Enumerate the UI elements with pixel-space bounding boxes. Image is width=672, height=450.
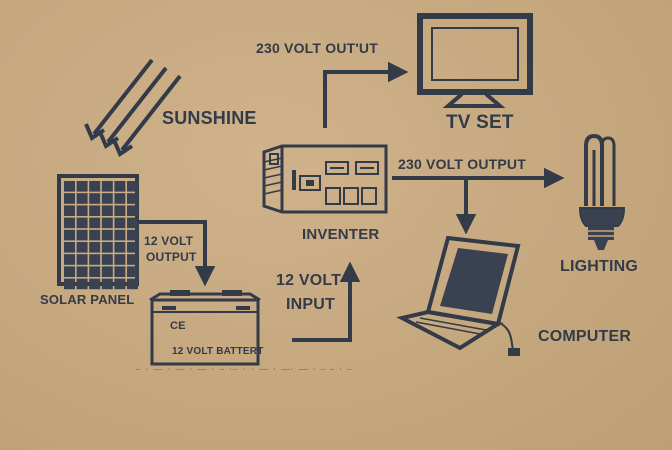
solar-cell	[89, 266, 101, 277]
solar-cell	[89, 278, 101, 290]
solar-cell	[127, 193, 138, 204]
tv-output-label: 230 VOLT OUT'UT	[256, 40, 378, 56]
solar-cell	[114, 181, 126, 192]
solar-cell	[64, 193, 75, 204]
footer-print: — · —— · —— · —— · — ·— · · —— · ——· —— …	[136, 366, 352, 374]
solar-cell	[101, 242, 113, 253]
solar-cell	[89, 242, 101, 253]
solar-cell	[64, 278, 75, 290]
solar-cell	[76, 242, 88, 253]
solar-panel-icon	[57, 174, 139, 290]
solar-cell	[114, 278, 126, 290]
solar-cell	[64, 242, 75, 253]
sunshine-label: SUNSHINE	[162, 108, 257, 128]
inverter-input-label-line1: 12 VOLT	[276, 272, 342, 289]
solar-cell	[101, 266, 113, 277]
solar-cell	[127, 278, 138, 290]
solar-cell	[127, 266, 138, 277]
solar-cell	[101, 254, 113, 265]
solar-cell	[101, 278, 113, 290]
solar-cell	[76, 181, 88, 192]
inverter-icon	[262, 144, 388, 214]
solar-cell	[76, 254, 88, 265]
solar-cell	[101, 193, 113, 204]
solar-cell	[64, 205, 75, 216]
solar-cell	[76, 193, 88, 204]
solar-cell	[64, 266, 75, 277]
solar-cell	[76, 266, 88, 277]
cfl-bulb-icon	[578, 133, 626, 250]
solar-cell	[64, 181, 75, 192]
panel-output-label-line2: OUTPUT	[146, 250, 197, 264]
battery-to-inverter-arrow	[292, 261, 361, 342]
panel-to-battery-arrow	[137, 220, 216, 287]
solar-cell	[114, 205, 126, 216]
solar-cell	[89, 229, 101, 241]
inverter-label: INVENTER	[302, 226, 380, 243]
solar-cell	[114, 217, 126, 229]
sunshine-rays-icon	[84, 58, 182, 157]
panel-output-label-line1: 12 VOLT	[144, 234, 194, 248]
computer-label: COMPUTER	[538, 328, 632, 345]
lighting-output-label: 230 VOLT OUTPUT	[398, 156, 526, 172]
solar-cell	[127, 217, 138, 229]
solar-cell	[127, 254, 138, 265]
solar-cell	[114, 229, 126, 241]
solar-cell	[127, 242, 138, 253]
battery-label: 12 VOLT BATTERT	[172, 346, 264, 357]
battery-icon	[149, 290, 261, 366]
laptop-icon	[396, 235, 521, 356]
tv-label: TV SET	[446, 112, 514, 133]
solar-cell	[64, 254, 75, 265]
solar-cell	[89, 205, 101, 216]
solar-cell	[101, 181, 113, 192]
solar-cell	[89, 193, 101, 204]
solar-cell	[76, 217, 88, 229]
solar-cell	[114, 254, 126, 265]
inverter-to-lighting-arrow	[392, 167, 565, 235]
solar-cell	[114, 242, 126, 253]
solar-cell	[127, 229, 138, 241]
solar-cell	[76, 205, 88, 216]
solar-cell	[114, 266, 126, 277]
inverter-to-tv-arrow	[323, 61, 409, 128]
solar-panel-label: SOLAR PANEL	[40, 292, 135, 307]
solar-cell	[101, 229, 113, 241]
tv-icon	[417, 13, 533, 108]
solar-cell	[127, 181, 138, 192]
solar-cell	[89, 181, 101, 192]
solar-cell	[76, 278, 88, 290]
solar-cell	[127, 205, 138, 216]
solar-cell	[114, 193, 126, 204]
solar-cell	[101, 205, 113, 216]
solar-cell	[76, 229, 88, 241]
solar-cell	[89, 254, 101, 265]
inverter-input-label-line2: INPUT	[286, 296, 335, 313]
solar-cell	[64, 217, 75, 229]
solar-cell	[101, 217, 113, 229]
solar-cell	[89, 217, 101, 229]
battery-mark: CE	[170, 320, 186, 332]
lighting-label: LIGHTING	[560, 258, 639, 275]
solar-cell	[64, 229, 75, 241]
